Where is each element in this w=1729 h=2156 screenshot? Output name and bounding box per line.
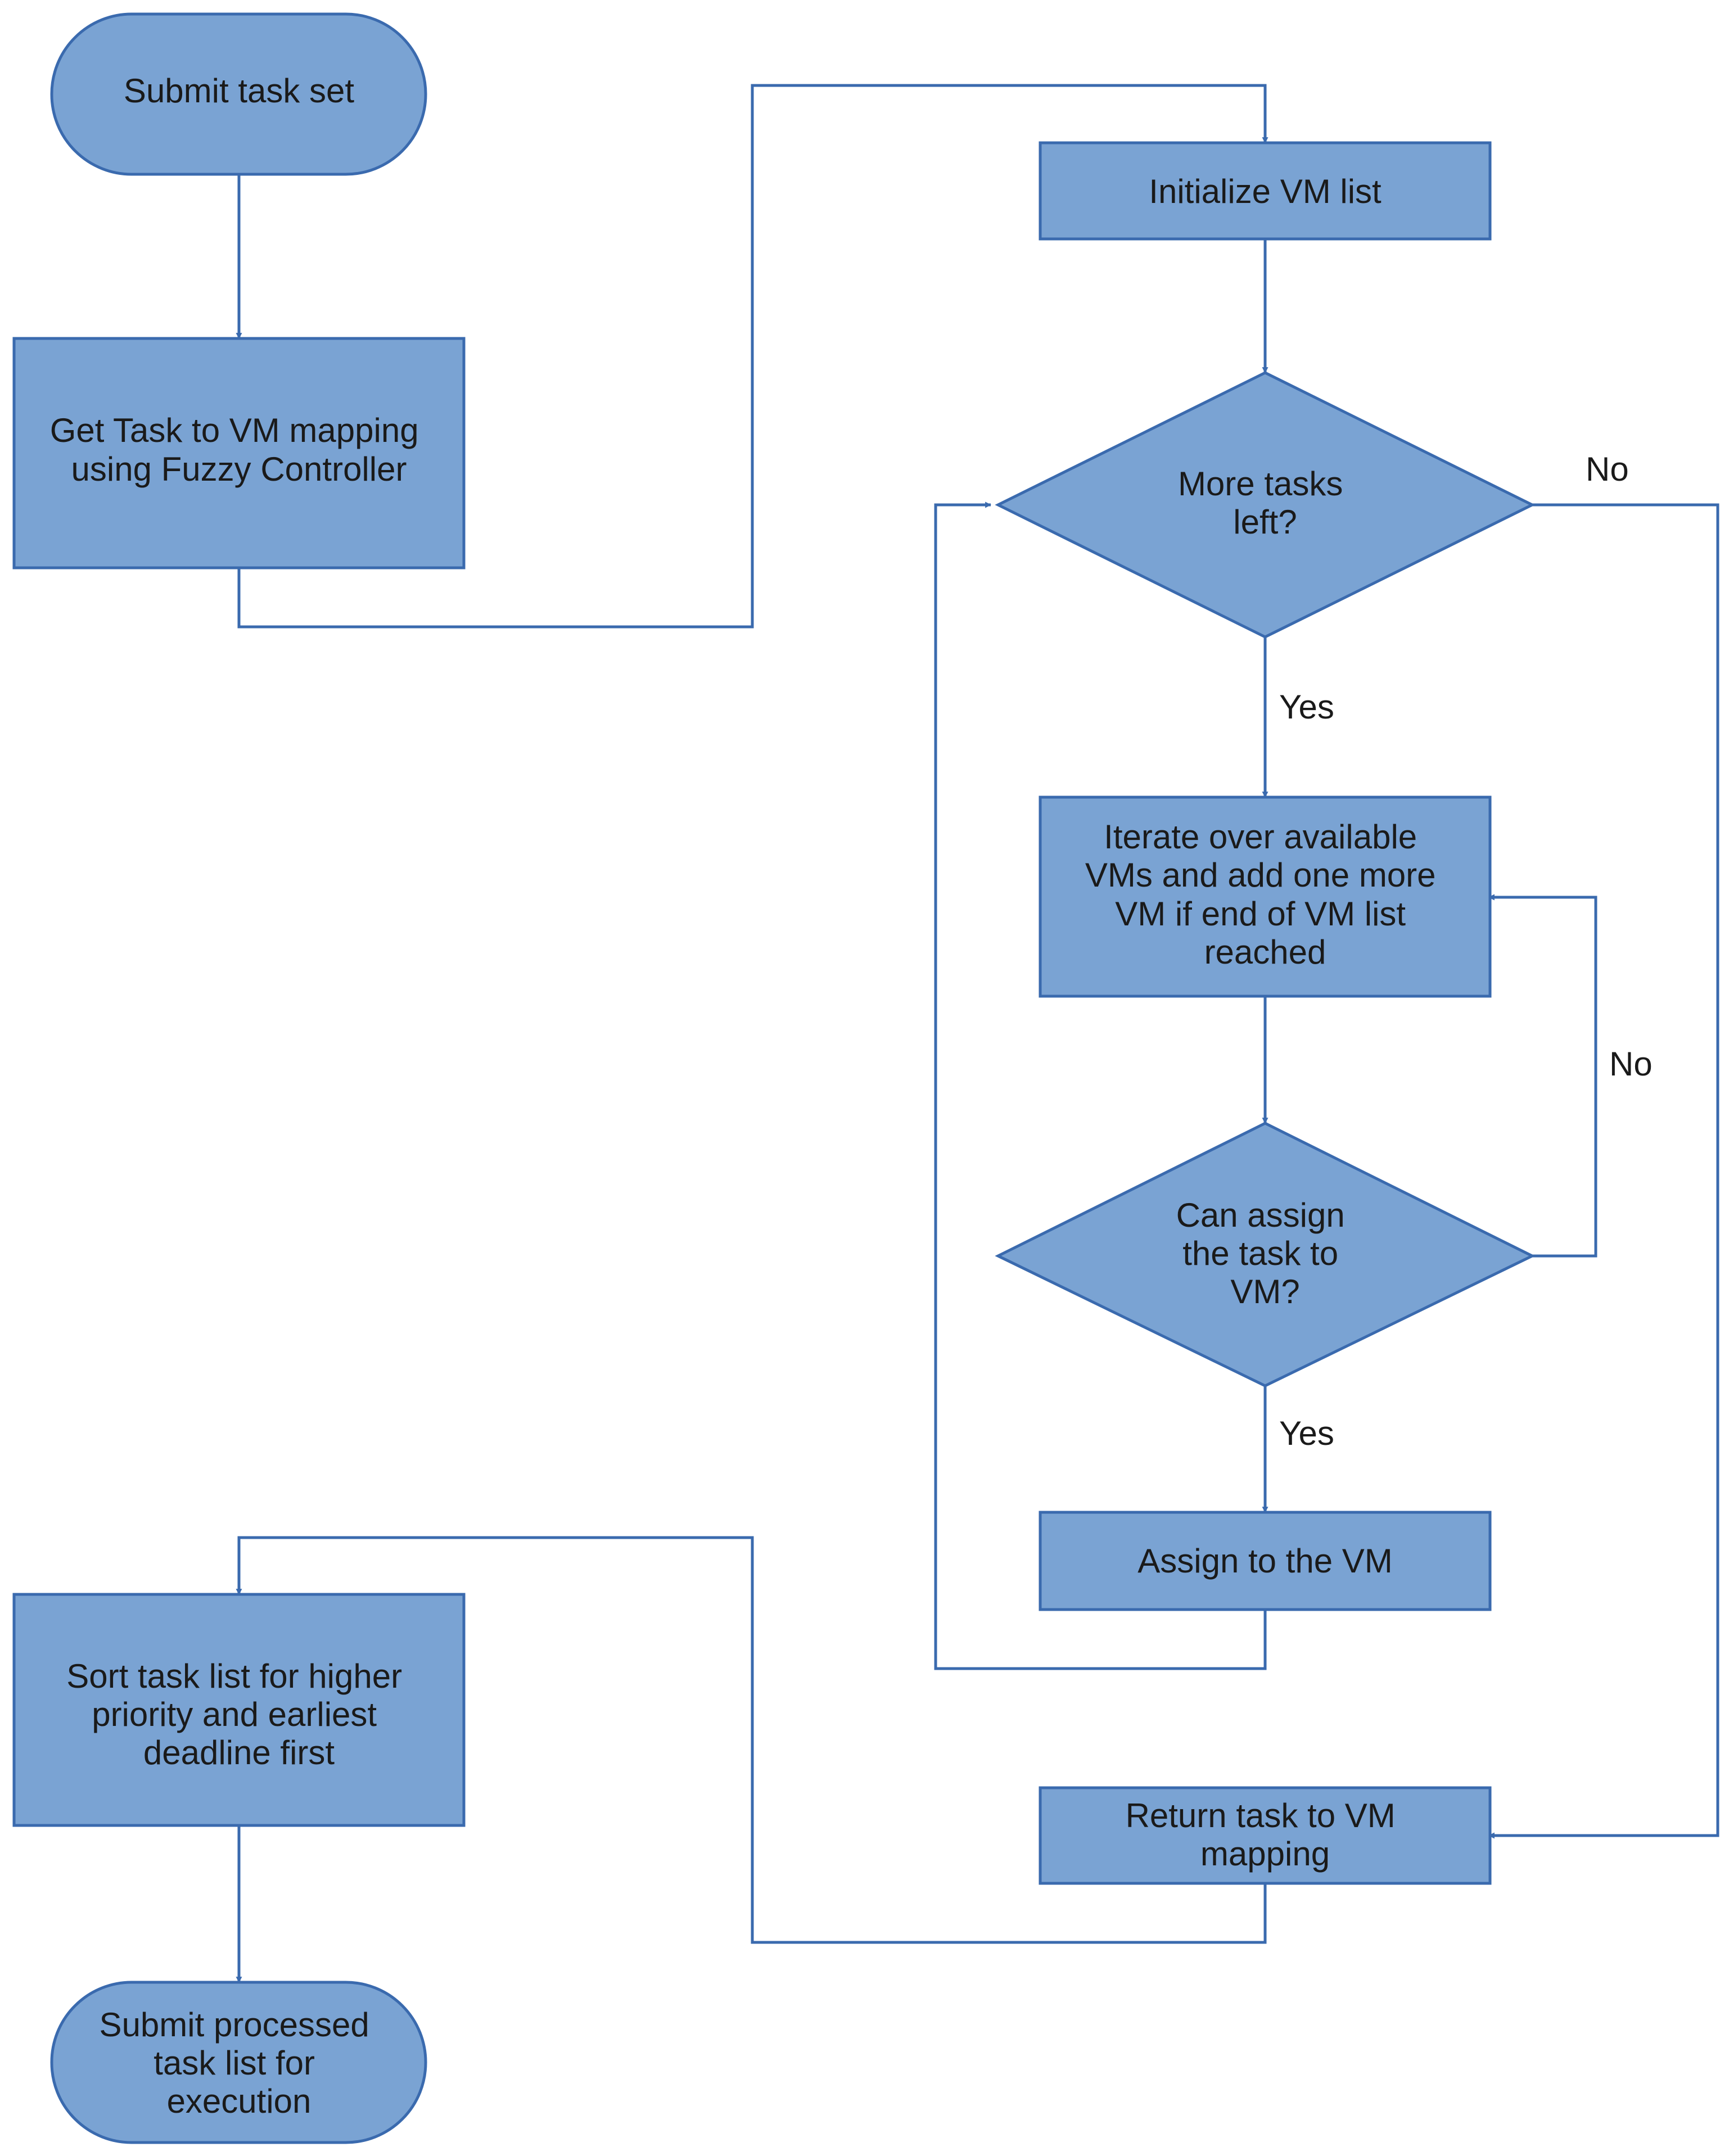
can-assign-label: Can assign the task to VM?: [1176, 1196, 1355, 1310]
decision-can-assign: [995, 1122, 1536, 1387]
process-sort-task-list: [12, 1593, 466, 1827]
return-mapping-label: Return task to VM mapping: [1126, 1797, 1405, 1873]
get-mapping-label: Get Task to VM mapping using Fuzzy Contr…: [50, 412, 428, 488]
more-tasks-left-label: More tasks left?: [1178, 465, 1352, 541]
process-iterate-vms: [1039, 795, 1492, 998]
edge-return-to-sort: [236, 1536, 1267, 1944]
can-assign-no-label: No: [1609, 1045, 1653, 1083]
more-tasks-yes-label: Yes: [1279, 688, 1334, 726]
sort-task-list-label: Sort task list for higher priority and e…: [66, 1657, 412, 1771]
edge-get-mapping-to-init-vm-list: [237, 84, 1268, 629]
terminator-submit-processed: [50, 1981, 427, 2144]
initialize-vm-list-label: Initialize VM list: [1149, 173, 1382, 210]
terminator-submit-task-set: [50, 12, 427, 176]
can-assign-yes-label: Yes: [1279, 1414, 1334, 1452]
decision-more-tasks-left: [995, 371, 1536, 639]
submit-task-set-label: Submit task set: [124, 72, 354, 110]
process-assign-to-vm: [1039, 1511, 1492, 1611]
edge-can-assign-no: [1488, 894, 1597, 1258]
more-tasks-no-label: No: [1586, 450, 1629, 488]
process-initialize-vm-list: [1039, 141, 1492, 241]
iterate-vms-label: Iterate over available VMs and add one m…: [1085, 818, 1445, 971]
submit-processed-label: Submit processed task list for execution: [100, 2006, 379, 2120]
assign-to-vm-label: Assign to the VM: [1137, 1542, 1393, 1580]
edge-more-tasks-no: [1488, 503, 1719, 1839]
edge-assign-loop-back: [934, 501, 1267, 1670]
process-get-mapping: [12, 337, 466, 569]
process-return-mapping: [1039, 1786, 1492, 1885]
